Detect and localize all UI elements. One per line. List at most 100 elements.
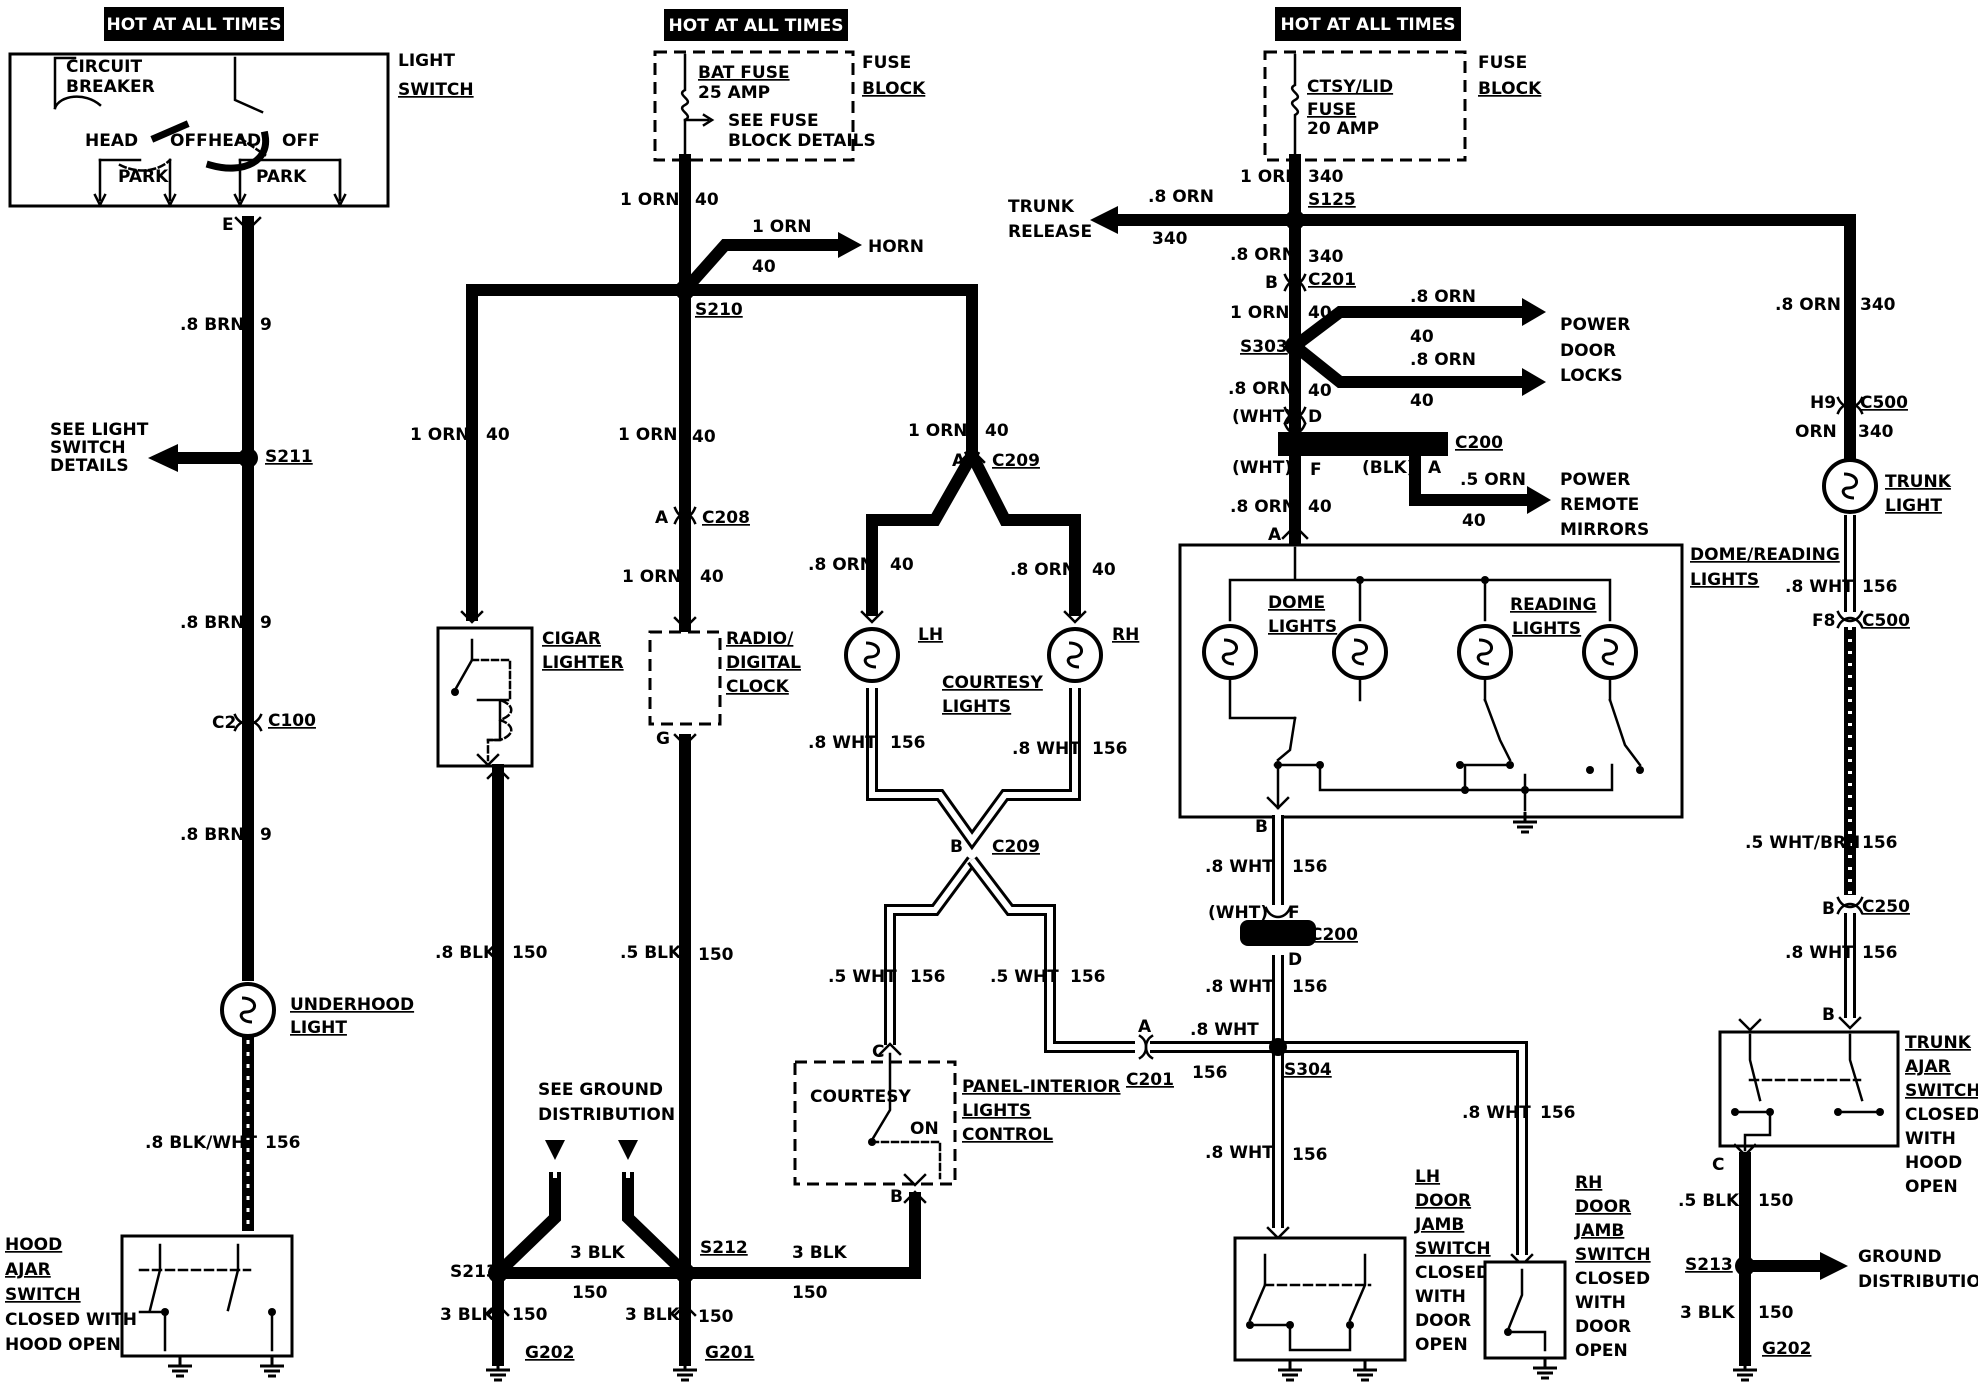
right-num-3: 40 xyxy=(1308,303,1332,323)
hood-ajar-5: HOOD OPEN xyxy=(5,1335,121,1355)
courtesy-lh-bulb-icon xyxy=(844,627,900,683)
right-num-4: 40 xyxy=(1308,381,1332,401)
center-mid-wire-2: 1 ORN xyxy=(622,567,682,587)
lh-jamb-1: LH xyxy=(1415,1167,1440,1187)
pdl-num-2: 40 xyxy=(1410,391,1434,411)
ground-g201: G201 xyxy=(705,1343,754,1363)
trunk-ajar-3: SWITCH xyxy=(1905,1081,1978,1101)
trunk-light-1: TRUNK xyxy=(1885,472,1952,492)
fuse-block-1-title-2: BLOCK xyxy=(862,79,926,99)
header-center: HOT AT ALL TIMES xyxy=(664,9,848,41)
pdl-wire-1: .8 ORN xyxy=(1410,287,1476,307)
c209-pin-a: A xyxy=(952,451,966,471)
head-label-1: HEAD xyxy=(85,131,138,151)
courtesy-wht-right-num: 156 xyxy=(1092,739,1128,759)
courtesy-num-left: 40 xyxy=(890,555,914,575)
c200-pin-d: D xyxy=(1308,407,1322,427)
horn-wire: 1 ORN xyxy=(752,217,812,237)
hood-ajar-2: AJAR xyxy=(5,1260,51,1280)
courtesy-label-2: LIGHTS xyxy=(942,697,1011,717)
power-mirror-2: REMOTE xyxy=(1560,495,1639,515)
trunk-blk: .5 BLK xyxy=(1678,1191,1740,1211)
panel-pin-c: C xyxy=(872,1042,884,1062)
fuse-block-2 xyxy=(1263,50,1467,162)
wht-tag-2: (WHT) xyxy=(1232,458,1292,478)
panel-pin-b: B xyxy=(890,1187,903,1207)
trunk-ajar-4: CLOSED xyxy=(1905,1105,1978,1125)
header-center-text: HOT AT ALL TIMES xyxy=(669,16,844,36)
ground-icon-trunk xyxy=(1731,1358,1759,1382)
ground-g202-center: G202 xyxy=(525,1343,574,1363)
blk-tag: (BLK) xyxy=(1362,458,1415,478)
left-wire-label-2: .8 BRN xyxy=(180,613,244,633)
dome-reading-lights xyxy=(1178,543,1684,819)
right-num-1: 340 xyxy=(1308,167,1344,187)
underhood-label-2: LIGHT xyxy=(290,1018,347,1038)
hood-ajar-switch xyxy=(120,1234,294,1358)
radio-2: DIGITAL xyxy=(726,653,801,673)
connector-c100: C100 xyxy=(268,711,316,731)
connector-c500b: C500 xyxy=(1862,611,1910,631)
center-left-wire: 1 ORN xyxy=(410,425,470,445)
trunk-wht-2-num: 156 xyxy=(1862,833,1898,853)
right-wire-5: .8 ORN xyxy=(1230,497,1296,517)
center-right-wire: 1 ORN xyxy=(908,421,968,441)
ground-icon-g201 xyxy=(671,1358,699,1382)
pdl-wire-2: .8 ORN xyxy=(1410,350,1476,370)
dome-pin-a: A xyxy=(1268,525,1282,545)
c100-pin: C2 xyxy=(212,713,236,733)
c201b-wire: .8 WHT xyxy=(1190,1020,1259,1040)
panel-wht-left-num: 156 xyxy=(910,967,946,987)
center-left-num: 40 xyxy=(486,425,510,445)
trunk-wht-3-num: 156 xyxy=(1862,943,1898,963)
left-wire-label-1: .8 BRN xyxy=(180,315,244,335)
header-right-text: HOT AT ALL TIMES xyxy=(1281,15,1456,35)
right-wire-4: .8 ORN xyxy=(1228,379,1294,399)
connector-c500: C500 xyxy=(1860,393,1908,413)
connector-c208: C208 xyxy=(702,508,750,528)
hood-ajar-1: HOOD xyxy=(5,1235,62,1255)
prm-num: 40 xyxy=(1462,511,1486,531)
head-label-2: HEAD xyxy=(208,131,261,151)
header-right: HOT AT ALL TIMES xyxy=(1275,7,1461,41)
gl-wire: 3 BLK xyxy=(440,1305,496,1325)
dome-pin-b: B xyxy=(1255,817,1268,837)
right-wire-3: 1 ORN xyxy=(1230,303,1290,323)
blk-mid-label-num: 150 xyxy=(572,1283,608,1303)
hood-ajar-3: SWITCH xyxy=(5,1285,81,1305)
courtesy-wht-left-num: 156 xyxy=(890,733,926,753)
dome-reading-title-2: LIGHTS xyxy=(1690,570,1759,590)
c200-pin-f: F xyxy=(1310,460,1322,480)
panel-courtesy: COURTESY xyxy=(810,1087,912,1107)
courtesy-num-right: 40 xyxy=(1092,560,1116,580)
gm-num: 150 xyxy=(698,1307,734,1327)
c201b-num: 156 xyxy=(1192,1063,1228,1083)
dome-label-2: LIGHTS xyxy=(1268,617,1337,637)
trunk-ajar-5: WITH xyxy=(1905,1129,1956,1149)
ground-wires-center xyxy=(486,733,927,1366)
header-left: HOT AT ALL TIMES xyxy=(104,7,284,41)
right-wire-1: 1 ORN xyxy=(1240,167,1300,187)
see-light-2: SWITCH xyxy=(50,438,126,458)
courtesy-wire-right: .8 ORN xyxy=(1010,560,1076,580)
see-fuse-1: SEE FUSE xyxy=(728,111,819,131)
trunk-ajar-switch xyxy=(1718,1018,1900,1157)
trunk-release-1: TRUNK xyxy=(1008,197,1075,217)
header-left-text: HOT AT ALL TIMES xyxy=(107,15,282,35)
splice-s303: S303 xyxy=(1240,337,1288,357)
connector-c209b: C209 xyxy=(992,837,1040,857)
ground-icon-g202-center xyxy=(484,1358,512,1382)
bat-fuse-label: BAT FUSE xyxy=(698,63,790,83)
breaker-label: BREAKER xyxy=(66,77,155,97)
center-mid-num-2: 40 xyxy=(700,567,724,587)
right-wht-4: .8 WHT xyxy=(1462,1103,1531,1123)
c208-pin: A xyxy=(655,508,669,528)
rh-jamb-4: SWITCH xyxy=(1575,1245,1651,1265)
trunk-bulb-icon xyxy=(1822,458,1878,514)
courtesy-label-1: COURTESY xyxy=(942,673,1044,693)
power-door-1: POWER xyxy=(1560,315,1630,335)
connector-c200b: C200 xyxy=(1310,925,1358,945)
wht-tag-3: (WHT) xyxy=(1208,903,1268,923)
trunk-orn: ORN xyxy=(1795,422,1837,442)
